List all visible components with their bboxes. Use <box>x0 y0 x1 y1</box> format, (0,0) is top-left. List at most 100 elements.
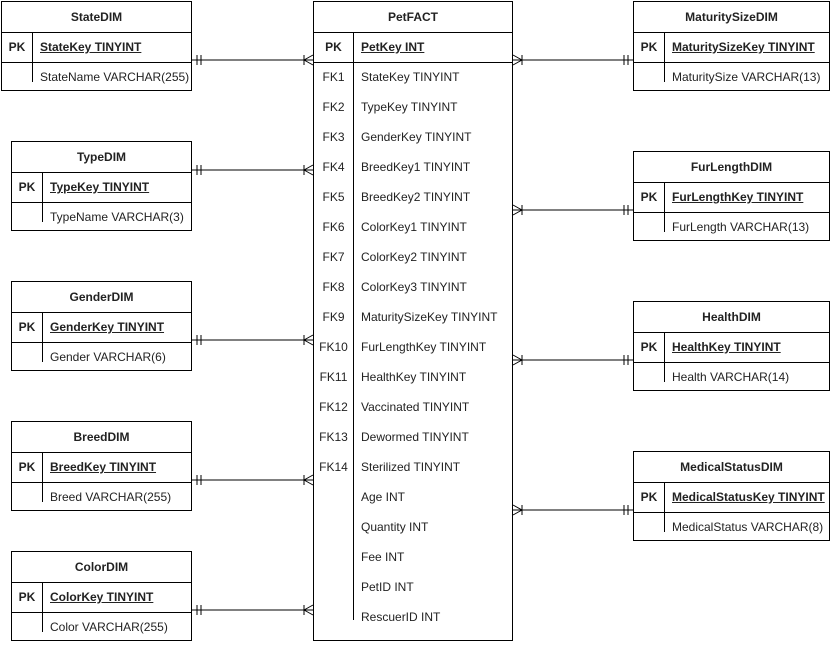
field-name: MaturitySize VARCHAR(13) <box>672 70 821 84</box>
column-divider <box>353 32 354 62</box>
fk-marker: FK6 <box>322 220 345 234</box>
pk-field: HealthKey TINYINT <box>672 340 781 354</box>
field-row: Gender VARCHAR(6) <box>12 342 191 372</box>
field-name: TypeName VARCHAR(3) <box>50 210 184 224</box>
column-divider <box>664 332 665 362</box>
field-name: ColorKey1 TINYINT <box>361 220 467 234</box>
many-marker-prong <box>512 209 523 216</box>
table-title: TypeDIM <box>12 142 191 173</box>
field-name: HealthKey TINYINT <box>361 370 467 384</box>
field-row: Fee INT <box>314 542 512 572</box>
field-name: TypeKey TINYINT <box>361 100 458 114</box>
table-title: PetFACT <box>314 2 512 33</box>
many-marker-prong <box>303 169 314 176</box>
fk-marker: FK9 <box>322 310 345 324</box>
field-name: RescuerID INT <box>361 610 441 624</box>
column-divider <box>664 482 665 512</box>
field-name: Quantity INT <box>361 520 429 534</box>
field-name: FurLength VARCHAR(13) <box>672 220 810 234</box>
field-row: FK3 GenderKey TINYINT <box>314 122 512 152</box>
body-column-divider <box>664 513 665 532</box>
field-row: Color VARCHAR(255) <box>12 612 191 642</box>
column-divider <box>42 582 43 612</box>
pk-marker: PK <box>640 40 658 54</box>
fk-marker: FK13 <box>319 430 348 444</box>
primary-key-row: PK PetKey INT <box>314 32 512 63</box>
many-marker-prong <box>303 334 314 341</box>
many-marker-prong <box>512 204 523 211</box>
pk-field: StateKey TINYINT <box>40 40 142 54</box>
pk-field: ColorKey TINYINT <box>50 590 154 604</box>
table-health: HealthDIM PK HealthKey TINYINT Health VARCH… <box>633 301 830 391</box>
field-name: ColorKey3 TINYINT <box>361 280 467 294</box>
table-title: StateDIM <box>2 2 191 33</box>
fk-marker: FK14 <box>319 460 348 474</box>
field-name: GenderKey TINYINT <box>361 130 472 144</box>
table-title: ColorDIM <box>12 552 191 583</box>
pk-marker: PK <box>18 180 36 194</box>
pk-field: PetKey INT <box>361 40 425 54</box>
many-marker-prong <box>303 339 314 346</box>
pk-marker: PK <box>640 190 658 204</box>
many-marker-prong <box>303 479 314 486</box>
fk-marker: FK1 <box>322 70 345 84</box>
pk-marker: PK <box>640 340 658 354</box>
fk-marker: FK4 <box>322 160 345 174</box>
many-marker-prong <box>512 359 523 366</box>
table-title: HealthDIM <box>634 302 829 333</box>
field-name: Breed VARCHAR(255) <box>50 490 172 504</box>
pk-marker: PK <box>18 320 36 334</box>
body-column-divider <box>664 213 665 232</box>
column-divider <box>42 312 43 342</box>
primary-key-row: PK MaturitySizeKey TINYINT <box>634 32 829 63</box>
pk-marker: PK <box>325 40 342 54</box>
field-name: Sterilized TINYINT <box>361 460 461 474</box>
fk-marker: FK11 <box>319 370 348 384</box>
primary-key-row: PK FurLengthKey TINYINT <box>634 182 829 213</box>
pk-field: MedicalStatusKey TINYINT <box>672 490 825 504</box>
field-row: StateName VARCHAR(255) <box>2 62 191 92</box>
pk-marker: PK <box>8 40 26 54</box>
field-name: Fee INT <box>361 550 405 564</box>
column-divider <box>32 32 33 62</box>
field-name: PetID INT <box>361 580 414 594</box>
column-divider <box>42 172 43 202</box>
field-name: MaturitySizeKey TINYINT <box>361 310 498 324</box>
fk-marker: FK3 <box>322 130 345 144</box>
body-column-divider <box>32 63 33 82</box>
column-divider <box>42 452 43 482</box>
many-marker-prong <box>303 164 314 171</box>
pk-field: FurLengthKey TINYINT <box>672 190 804 204</box>
body-column-divider <box>42 483 43 502</box>
field-name: Vaccinated TINYINT <box>361 400 470 414</box>
pk-marker: PK <box>640 490 658 504</box>
field-row: FK14 Sterilized TINYINT <box>314 452 512 482</box>
pk-field: MaturitySizeKey TINYINT <box>672 40 815 54</box>
field-name: Health VARCHAR(14) <box>672 370 790 384</box>
table-title: MedicalStatusDIM <box>634 452 829 483</box>
field-row: FK4 BreedKey1 TINYINT <box>314 152 512 182</box>
field-name: MedicalStatus VARCHAR(8) <box>672 520 824 534</box>
fk-marker: FK7 <box>322 250 345 264</box>
body-column-divider <box>664 63 665 82</box>
field-name: BreedKey1 TINYINT <box>361 160 471 174</box>
field-row: Health VARCHAR(14) <box>634 362 829 392</box>
field-row: MaturitySize VARCHAR(13) <box>634 62 829 92</box>
body-column-divider <box>42 613 43 632</box>
field-name: Gender VARCHAR(6) <box>50 350 166 364</box>
field-row: FurLength VARCHAR(13) <box>634 212 829 242</box>
table-state: StateDIM PK StateKey TINYINT StateName VARC… <box>1 1 192 91</box>
many-marker-prong <box>303 474 314 481</box>
